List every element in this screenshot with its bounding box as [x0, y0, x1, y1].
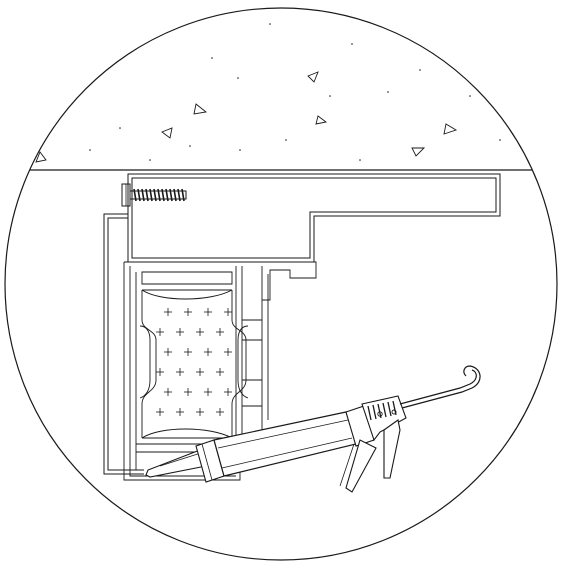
screw-thread [165, 188, 169, 202]
insulation-crosses [156, 308, 232, 416]
gun-rib [377, 403, 382, 419]
screw-thread [177, 188, 181, 202]
screw-thread [173, 188, 177, 202]
screw-thread [161, 188, 165, 202]
screw-thread [149, 188, 153, 202]
gun-rib [387, 401, 392, 417]
gun-rib [367, 405, 372, 421]
screw-thread [169, 188, 173, 202]
gun-rib [382, 402, 387, 418]
screw-thread [181, 188, 185, 202]
detail-circle [4, 7, 558, 561]
window-frame-profile [123, 261, 317, 481]
screw-thread [133, 188, 137, 202]
screw-thread [157, 188, 161, 202]
concrete-speckles [89, 23, 501, 161]
gun-rib [372, 404, 377, 420]
screw-thread [153, 188, 157, 202]
flashing-profile [127, 173, 501, 263]
caulking-gun-icon [145, 365, 481, 493]
concrete-hatch [35, 71, 458, 163]
screw-thread [141, 188, 145, 202]
screw-thread [137, 188, 141, 202]
screw-icon [121, 183, 187, 207]
screw-thread [145, 188, 149, 202]
